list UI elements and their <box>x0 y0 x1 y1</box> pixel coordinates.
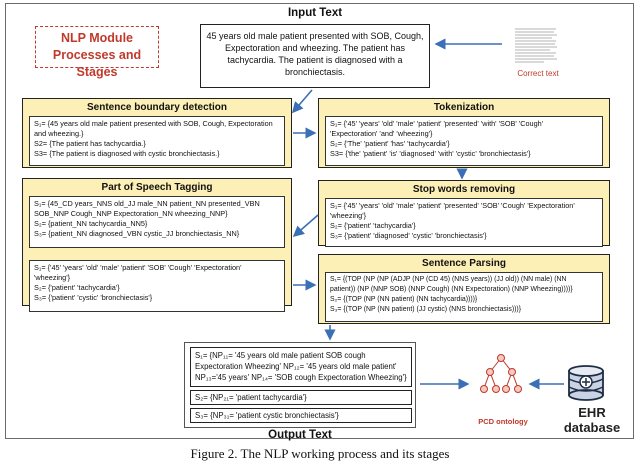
output-s3-box: S₃= {NP₃₁= 'patient cystic bronchiectasi… <box>190 408 412 423</box>
content-line: S₁= {45_CD years_NNS old_JJ male_NN pati… <box>34 199 260 208</box>
content-line: S₁= {'45' 'years' 'old' 'male' 'patient'… <box>330 119 544 128</box>
content-line: S₃= {'patient' 'cystic' 'bronchiectasis'… <box>34 293 153 302</box>
content-line: Expectoration Wheezing' NP₁₂= '45 years … <box>195 362 397 371</box>
nlp-module-title: NLP Module Processes and Stages <box>35 26 159 79</box>
content-line: S₁= {NP₁₁= '45 years old male patient SO… <box>195 351 366 360</box>
output-area <box>184 342 416 428</box>
content-line: S₂= {(TOP (NP (NN patient) (NN tachycard… <box>330 296 478 303</box>
content-line: 'wheezing'} <box>330 211 367 220</box>
content-line: S2= {The patient has tachycardia.} <box>34 139 146 148</box>
stage-title: Tokenization <box>433 102 495 113</box>
database-icon <box>566 365 606 401</box>
content-line: and wheezing.} <box>34 129 84 138</box>
output-s2-box: S₂= {NP₂₁= 'patient tachycardia'} <box>190 390 412 405</box>
input-text-box: 45 years old male patient presented with… <box>200 24 430 88</box>
content-line: S3= {The patient is diagnosed with cysti… <box>34 149 220 158</box>
figure-caption: Figure 2. The NLP working process and it… <box>190 446 450 461</box>
content-line: S₂= {'patient' 'tachycardia'} <box>34 283 120 292</box>
stage-title: Part of Speech Tagging <box>101 182 213 193</box>
correct-text-thumbnail <box>514 27 558 65</box>
sentence-boundary-stage: Sentence boundary detection S₁= {45 year… <box>22 98 292 168</box>
content-line: NP₁₃='45 years' NP₁₄= 'SOB cough Expecto… <box>195 373 407 382</box>
sentence-parsing-stage: Sentence Parsing S₁= {(TOP (NP (NP (ADJP… <box>318 254 610 324</box>
input-line: Expectoration and wheezing. The patient … <box>225 43 405 53</box>
output-s1-box: S₁= {NP₁₁= '45 years old male patient SO… <box>190 347 412 387</box>
stage-content: S₁= {'45' 'years' 'old' 'male' 'patient'… <box>325 116 603 166</box>
input-text-label: Input Text <box>287 7 343 19</box>
content-line: S₁= {(TOP (NP (NP (ADJP (NP (CD 45) (NNS… <box>330 276 567 283</box>
figure-frame <box>5 3 634 439</box>
stage-title: Stop words removing <box>412 184 516 195</box>
pos-tagging-stage: Part of Speech Tagging S₁= {45_CD years_… <box>22 178 292 312</box>
content-line: patient)) (NP (NNP SOB) (NNP Cough) (NN … <box>330 286 573 293</box>
content-line: S₃= {'patient' 'diagnosed' 'cystic' 'bro… <box>330 231 487 240</box>
content-line: S₃= {patient_NN diagnosed_VBN cystic_JJ … <box>34 229 240 238</box>
arrow-input-to-sbd <box>291 89 313 114</box>
content-line: 'wheezing'} <box>34 273 71 282</box>
content-line: S3= {'the' 'patient' 'is' 'diagnosed' 'w… <box>330 149 531 158</box>
content-line: S₂= {'patient' 'tachycardia'} <box>330 221 416 230</box>
content-line: S₂= {NP₂₁= 'patient tachycardia'} <box>195 393 307 402</box>
content-line: SOB_NNP Cough_NNP Expectoration_NN wheez… <box>34 209 228 218</box>
stage-content: S₁= {45 years old male patient presented… <box>29 116 285 166</box>
content-line: S₂= {'The' 'patient' 'has' 'tachycardia'… <box>330 139 450 148</box>
ontology-tree-icon <box>478 352 524 398</box>
pcd-ontology-label: PCD ontology <box>478 417 528 426</box>
stage-content: S₁= {45_CD years_NNS old_JJ male_NN pati… <box>29 196 285 248</box>
stage-title: Sentence boundary detection <box>86 102 228 113</box>
output-text-label: Output Text <box>268 429 332 441</box>
input-line: 45 years old male patient presented with… <box>206 31 424 41</box>
stop-words-stage: Stop words removing S₁= {'45' 'years' 'o… <box>318 180 610 247</box>
ehr-database-label: EHR database <box>563 405 621 435</box>
input-line: bronchiectasis. <box>284 67 346 77</box>
content-line: S₂= {patient_NN tachycardia_NN5} <box>34 219 148 228</box>
stage-content: S₁= {'45' 'years' 'old' 'male' 'patient'… <box>325 198 603 247</box>
filtered-tokens: S₁= {'45' 'years' 'old' 'male' 'patient'… <box>29 260 285 312</box>
content-line: S₁= {'45' 'years' 'old' 'male' 'patient'… <box>330 201 575 210</box>
stage-title: Sentence Parsing <box>422 258 506 269</box>
correct-text-label: Correct text <box>517 69 559 78</box>
input-line: tachycardia. The patient is diagnosed wi… <box>227 55 403 65</box>
module-title-line: NLP Module <box>61 31 133 45</box>
module-title-line: Processes and Stages <box>52 48 142 79</box>
content-line: S₁= {45 years old male patient presented… <box>34 119 273 128</box>
content-line: 'Expectoration' 'and' 'wheezing'} <box>330 129 433 138</box>
tokenization-stage: Tokenization S₁= {'45' 'years' 'old' 'ma… <box>318 98 610 168</box>
content-line: S₃= {(TOP (NP (NN patient) (JJ cystic) (… <box>330 306 522 313</box>
content-line: S₃= {NP₃₁= 'patient cystic bronchiectasi… <box>195 411 339 420</box>
stage-content: S₁= {(TOP (NP (NP (ADJP (NP (CD 45) (NNS… <box>325 272 603 322</box>
arrow-stopwords-to-pos <box>292 214 319 238</box>
content-line: S₁= {'45' 'years' 'old' 'male' 'patient'… <box>34 263 242 272</box>
